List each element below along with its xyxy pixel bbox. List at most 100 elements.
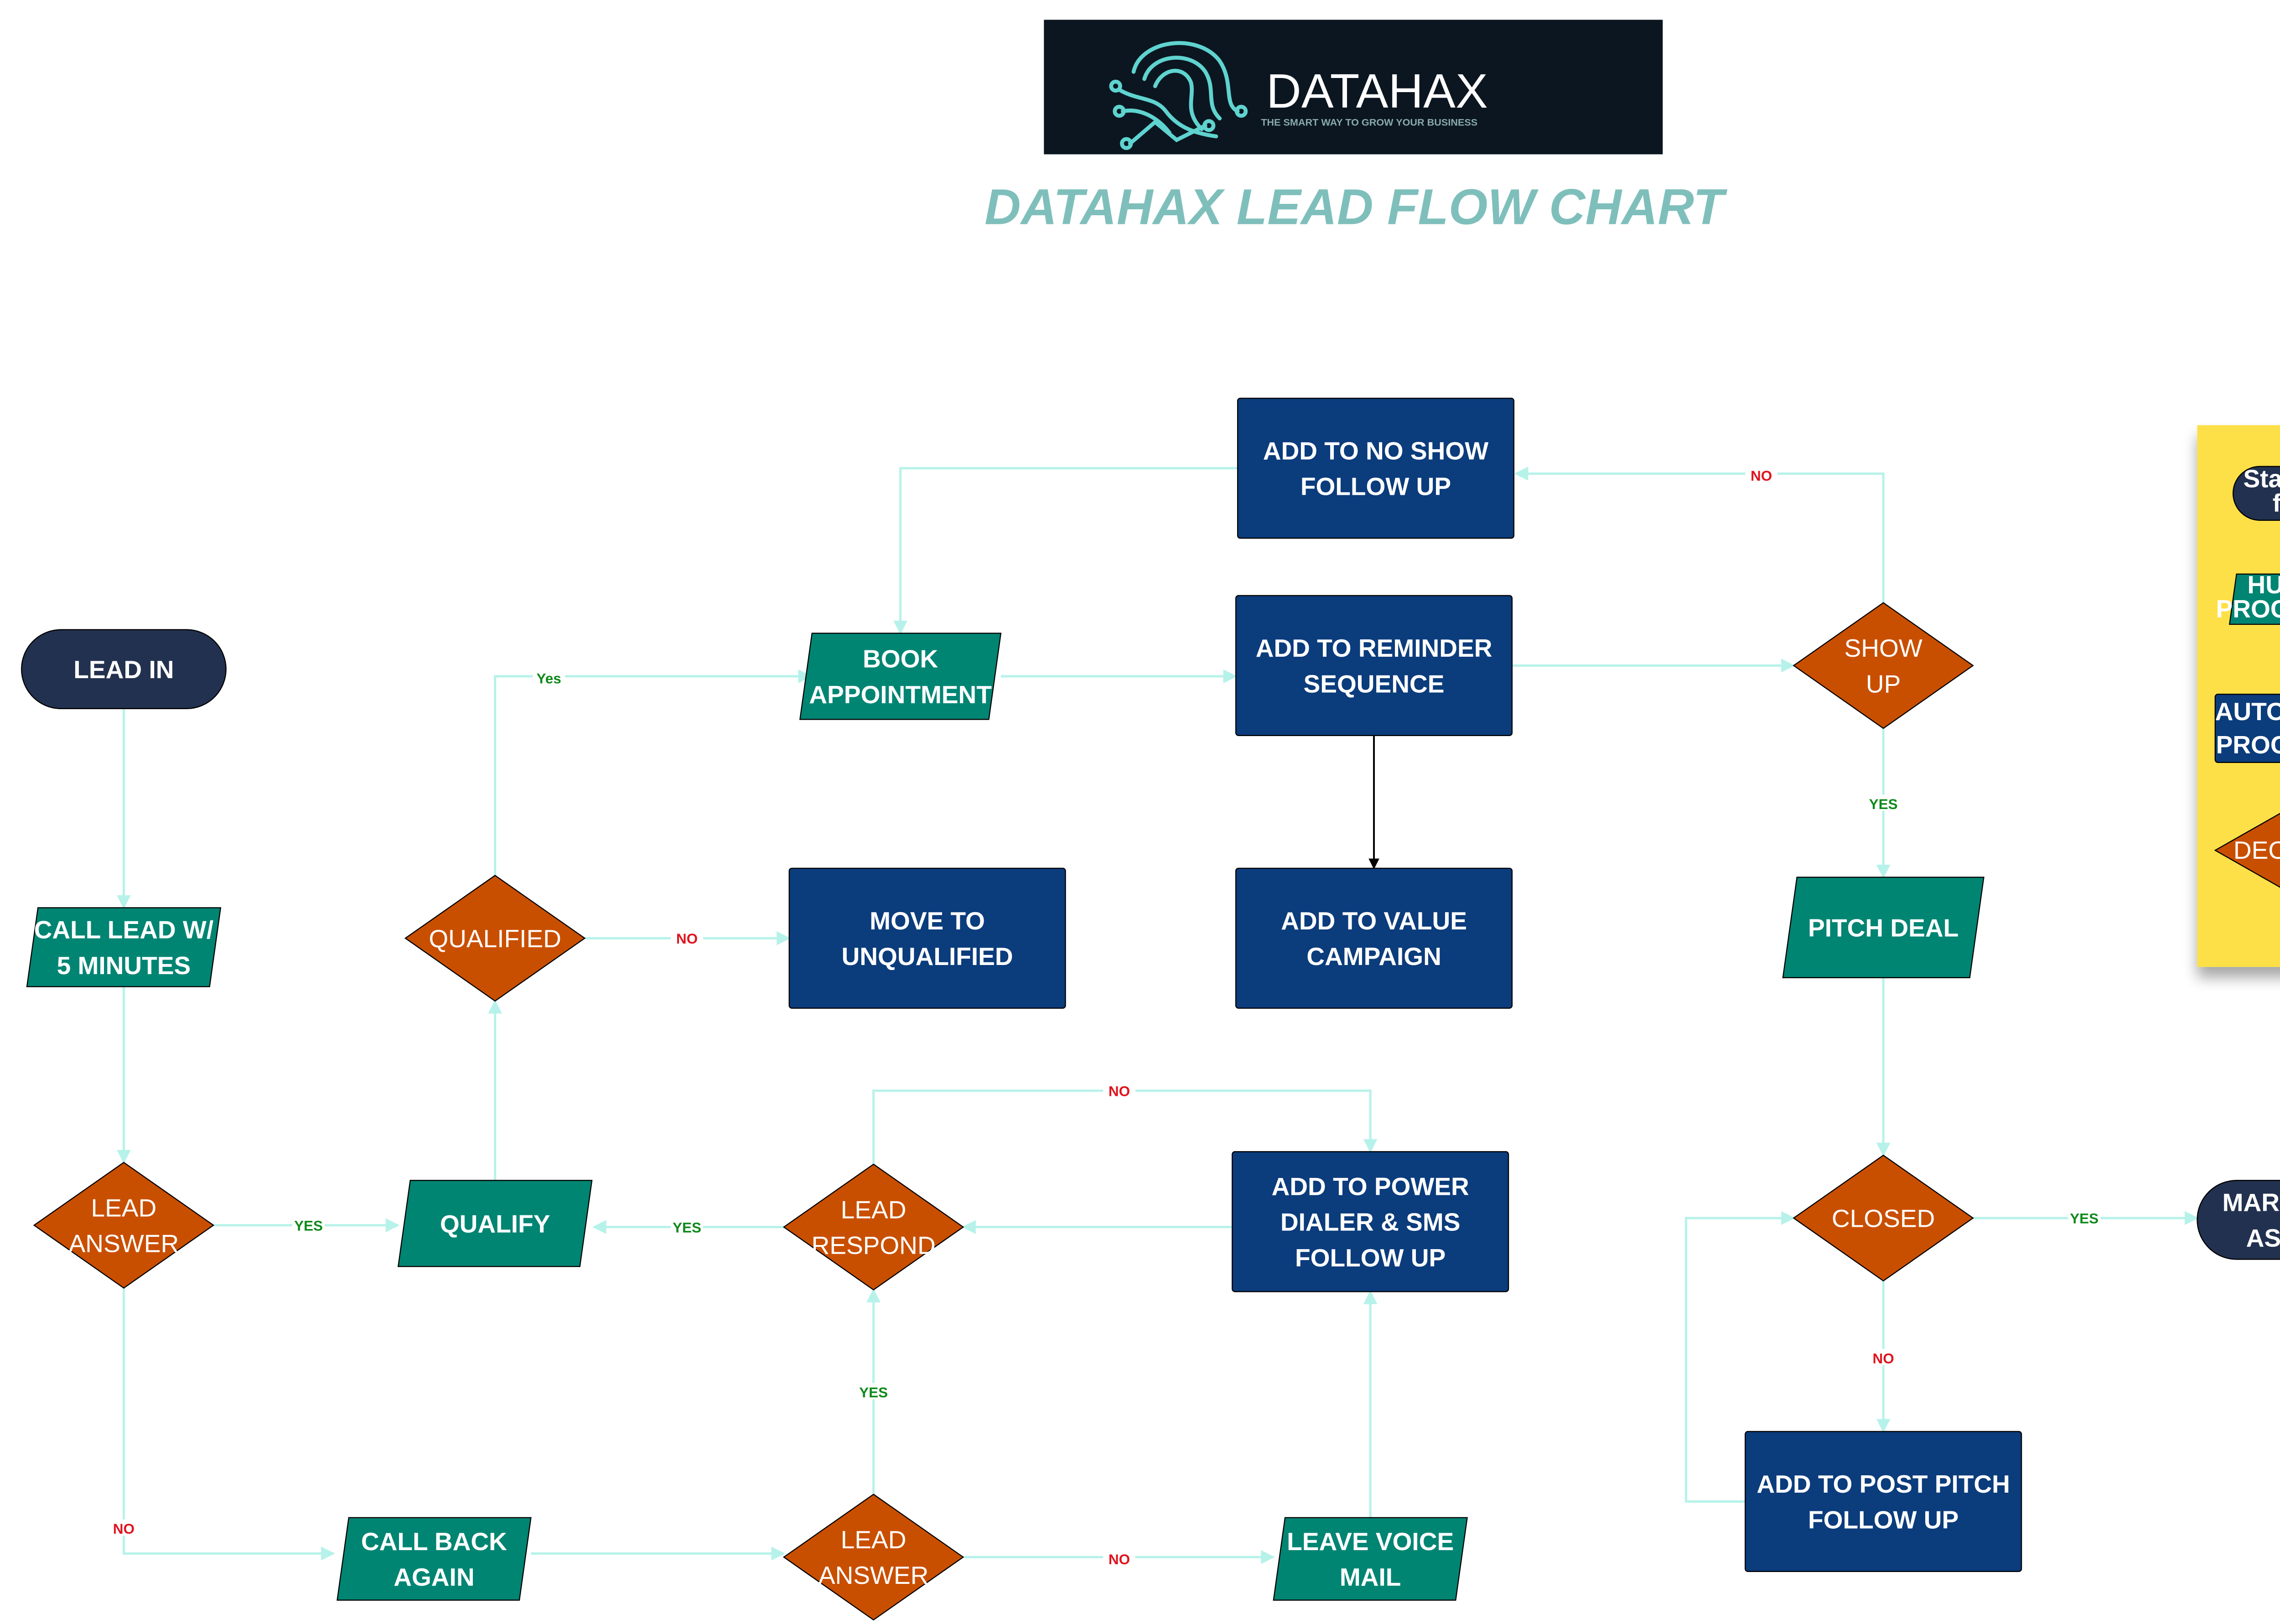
- node-label: ADD TO REMINDER: [1256, 634, 1492, 662]
- connector-label-bg: [857, 1383, 890, 1400]
- connector-label-bg: [671, 1218, 703, 1235]
- node-shape: [33, 1162, 215, 1289]
- legend-human-label: PROCESSES: [2216, 595, 2280, 623]
- connector-label-bg: [1745, 466, 1778, 483]
- node-label: LEAD: [841, 1525, 907, 1554]
- node-shape: [1232, 1151, 1509, 1292]
- node-label: CALL LEAD W/: [34, 916, 213, 944]
- node-shape: [337, 1517, 532, 1601]
- legend: Start/endflowTerminator Begins/underthe …: [2197, 425, 2280, 967]
- node-lead-answer-2[interactable]: LEAD ANSWER: [782, 1494, 964, 1621]
- node-shape: [1745, 1431, 2022, 1572]
- legend-decision-shape: [2214, 813, 2280, 888]
- node-label: ANSWER: [819, 1561, 929, 1589]
- node-label: RESPOND: [811, 1231, 935, 1259]
- node-label: CAMPAIGN: [1306, 942, 1441, 970]
- node-shape: [1273, 1517, 1468, 1601]
- node-label: DIALER & SMS: [1280, 1208, 1461, 1236]
- node-label: MOVE TO: [870, 907, 985, 935]
- connector-label-bg: [533, 669, 565, 685]
- connector-label-yes: YES: [2070, 1211, 2099, 1227]
- node-label: QUALIFY: [440, 1210, 550, 1238]
- connector-label-no: NO: [113, 1521, 135, 1537]
- connector-post-pitch-to-closed: [1684, 1211, 1795, 1503]
- node-shape: [2197, 1180, 2280, 1260]
- node-shape: [788, 867, 1066, 1009]
- node-label: ADD TO POST PITCH: [1757, 1470, 2010, 1498]
- legend-human-label: HUMAN: [2247, 571, 2280, 599]
- node-lead-in[interactable]: LEAD IN: [21, 629, 227, 709]
- nodes: LEAD IN CALL LEAD W/5 MINUTES LEAD ANSWER QU…: [21, 398, 2280, 1621]
- connector-label-bg: [2068, 1209, 2101, 1225]
- node-power-dialer[interactable]: ADD TO POWER DIALER & SMS FOLLOW UP: [1232, 1151, 1509, 1292]
- legend-automated-label: PROCESSES: [2216, 731, 2280, 759]
- node-label: FOLLOW UP: [1295, 1244, 1446, 1272]
- connector-label-bg: [1867, 1349, 1900, 1365]
- connector-label-bg: [671, 929, 703, 946]
- logo-background: [1044, 20, 1663, 155]
- node-label: APPOINTMENT: [809, 680, 992, 709]
- node-label: MARK DEAL: [2223, 1188, 2280, 1217]
- fingerprint-circuit-icon: [1109, 41, 1248, 150]
- legend-item-human: HUMANPROCESSESHuman Processes Operationt…: [2216, 571, 2280, 625]
- logo-brand: DATAHAX: [1266, 64, 1488, 118]
- legend-automated-shape: [2214, 694, 2280, 763]
- node-label: QUALIFIED: [429, 924, 561, 953]
- logo: DATAHAX THE SMART WAY TO GROW YOUR BUSIN…: [1044, 20, 1663, 155]
- node-post-pitch[interactable]: ADD TO POST PITCH FOLLOW UP: [1745, 1431, 2022, 1572]
- node-shape: [21, 629, 227, 709]
- legend-item-automated: AUTOMATEDPROCESSESAutomated ProcessesOpe…: [2214, 694, 2280, 763]
- connector-label-no: NO: [676, 931, 698, 947]
- connector-label-yes: YES: [294, 1218, 323, 1234]
- node-label: ADD TO POWER: [1272, 1172, 1469, 1200]
- node-shape: [799, 633, 1002, 720]
- node-qualified[interactable]: QUALIFIED: [404, 875, 586, 1002]
- connector-label-bg: [108, 1519, 140, 1536]
- node-reminder[interactable]: ADD TO REMINDER SEQUENCE: [1235, 595, 1513, 736]
- node-closed[interactable]: CLOSED: [1793, 1154, 1974, 1282]
- legend-item-decision: DECISIONQuestion that determineshow the …: [2214, 813, 2280, 888]
- node-label: 5 MINUTES: [57, 951, 191, 980]
- legend-human-shape: [2228, 573, 2280, 625]
- connector-label-yes: YES: [1869, 796, 1898, 812]
- node-shape: [404, 875, 586, 1002]
- node-shape: [1237, 398, 1515, 539]
- node-label: LEAVE VOICE: [1287, 1527, 1454, 1556]
- node-call-lead[interactable]: CALL LEAD W/5 MINUTES: [26, 907, 222, 987]
- node-qualify[interactable]: QUALIFY: [397, 1180, 593, 1267]
- node-mark-won[interactable]: MARK DEAL AS WON: [2197, 1180, 2280, 1260]
- node-label: AS WON: [2246, 1224, 2280, 1252]
- node-label: PITCH DEAL: [1808, 913, 1959, 942]
- node-shape: [782, 1494, 964, 1621]
- connector-label-bg: [1103, 1550, 1135, 1566]
- legend-decision-label: DECISION: [2233, 836, 2280, 864]
- node-label: SEQUENCE: [1304, 669, 1445, 698]
- connector-label-no: NO: [1109, 1083, 1130, 1099]
- node-label: CLOSED: [1832, 1204, 1935, 1233]
- node-label: FOLLOW UP: [1808, 1505, 1959, 1534]
- connector-label-no: NO: [1873, 1351, 1894, 1367]
- node-shape: [1235, 595, 1513, 736]
- node-shape: [26, 907, 222, 987]
- node-label: MAIL: [1340, 1563, 1401, 1591]
- legend-terminator-shape: [2232, 466, 2280, 521]
- node-shape: [1793, 602, 1974, 729]
- connector-label-bg: [292, 1216, 325, 1233]
- legend-terminator-label: flow: [2273, 489, 2280, 517]
- legend-terminator-label: Start/end: [2243, 465, 2280, 493]
- connector-label-bg: [1103, 1081, 1135, 1098]
- connector-label-yes: YES: [859, 1385, 888, 1401]
- node-pitch-deal[interactable]: PITCH DEAL: [1782, 877, 1985, 978]
- node-voicemail[interactable]: LEAVE VOICE MAIL: [1273, 1517, 1468, 1601]
- connector-lead-answer-1-to-call-back: [122, 1288, 335, 1561]
